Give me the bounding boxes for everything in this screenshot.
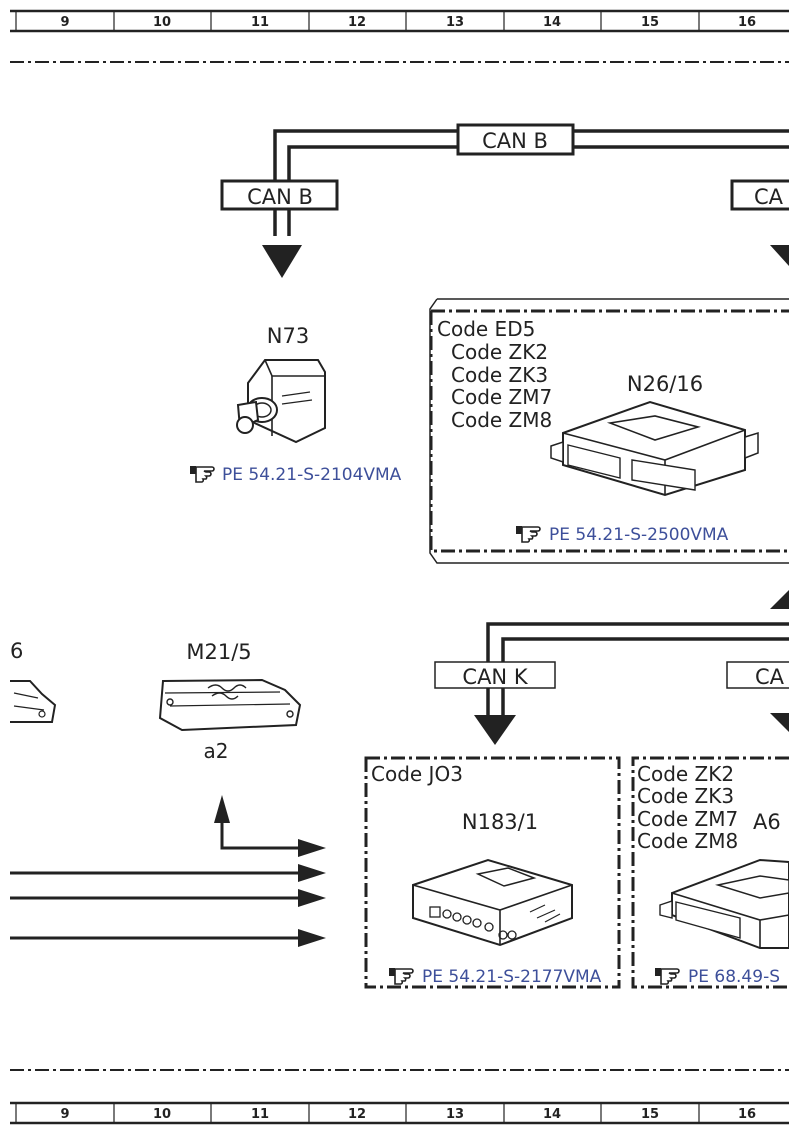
ignition-switch-icon [236, 359, 326, 444]
arrow-down-icon [262, 245, 302, 278]
control-unit-icon [412, 858, 573, 947]
component-left-partial: 6 [10, 639, 57, 723]
can-k-bus: CAN K CA [434, 622, 789, 745]
option-code: Code ZM7 [637, 807, 738, 831]
grid-number: 13 [446, 1107, 464, 1122]
component-name: A6 [753, 810, 781, 834]
arrow-up-icon [214, 795, 230, 823]
top-grid-ruler: 9 10 11 12 13 14 15 16 [10, 9, 789, 33]
grid-number: 11 [251, 15, 269, 30]
pointing-hand-icon [654, 967, 680, 985]
grid-number: 10 [153, 1107, 171, 1122]
option-code: Code ZM8 [451, 408, 552, 432]
reference-link[interactable]: PE 54.21-S-2177VMA [422, 967, 602, 987]
component-m21-5: M21/5 a2 [158, 640, 302, 763]
arrow-down-icon [770, 245, 789, 266]
can-b-bus-top: CAN B CAN B CA [220, 123, 789, 278]
arrow-up-icon [770, 590, 789, 609]
option-code: Code ZK3 [451, 363, 548, 387]
component-n73: N73 PE 54.21-S-2104VMA [189, 324, 402, 485]
signal-lines [10, 795, 326, 947]
option-code: Code ZK2 [451, 340, 548, 364]
can-b-label: CAN B [482, 129, 548, 153]
component-name: N26/16 [627, 372, 703, 396]
control-unit-icon [659, 858, 789, 949]
grid-number: 9 [60, 1107, 69, 1122]
can-k-label: CAN K [462, 665, 528, 689]
grid-number: 13 [446, 15, 464, 30]
arrow-down-icon [474, 715, 516, 745]
reference-link[interactable]: PE 68.49-S [688, 967, 780, 987]
pointing-hand-icon [388, 967, 414, 985]
component-n26-16: Code ED5 Code ZK2 Code ZK3 Code ZM7 Code… [429, 298, 789, 564]
option-code: Code ZM8 [637, 829, 738, 853]
grid-number: 11 [251, 1107, 269, 1122]
component-name: 6 [10, 639, 23, 663]
grid-number: 9 [60, 15, 69, 30]
option-code: Code ZK3 [637, 784, 734, 808]
actuator-icon [158, 678, 302, 732]
can-b-label: CAN B [247, 185, 313, 209]
can-k-label: CA [755, 665, 785, 689]
arrow-right-icon [298, 864, 326, 882]
arrow-right-icon [298, 889, 326, 907]
grid-number: 12 [348, 15, 366, 30]
option-code: Code ZK2 [637, 762, 734, 786]
reference-link[interactable]: PE 54.21-S-2500VMA [549, 525, 729, 545]
component-name: M21/5 [186, 640, 251, 664]
grid-number: 10 [153, 15, 171, 30]
grid-number: 16 [738, 1107, 756, 1122]
component-name: N183/1 [462, 810, 538, 834]
grid-number: 15 [641, 15, 659, 30]
grid-number: 14 [543, 1107, 561, 1122]
arrow-down-icon [770, 713, 789, 732]
option-code: Code JO3 [371, 762, 463, 786]
pointing-hand-icon [515, 525, 541, 543]
component-name: N73 [267, 324, 309, 348]
pin-label: a2 [204, 739, 229, 763]
reference-link[interactable]: PE 54.21-S-2104VMA [222, 465, 402, 485]
grid-number: 16 [738, 15, 756, 30]
arrow-right-icon [298, 839, 326, 857]
component-n183-1: Code JO3 N183/1 PE 54.21-S-2177VMA [364, 756, 621, 989]
pointing-hand-icon [189, 465, 215, 483]
grid-number: 12 [348, 1107, 366, 1122]
option-code: Code ED5 [437, 317, 535, 341]
bottom-grid-ruler: 9 10 11 12 13 14 15 16 [10, 1101, 789, 1125]
arrow-right-icon [298, 929, 326, 947]
component-a6-partial: Code ZK2 Code ZK3 Code ZM7 Code ZM8 A6 P… [631, 756, 789, 989]
grid-number: 14 [543, 15, 561, 30]
grid-number: 15 [641, 1107, 659, 1122]
can-b-label: CA [754, 185, 784, 209]
control-unit-icon [550, 400, 759, 497]
option-code: Code ZM7 [451, 385, 552, 409]
